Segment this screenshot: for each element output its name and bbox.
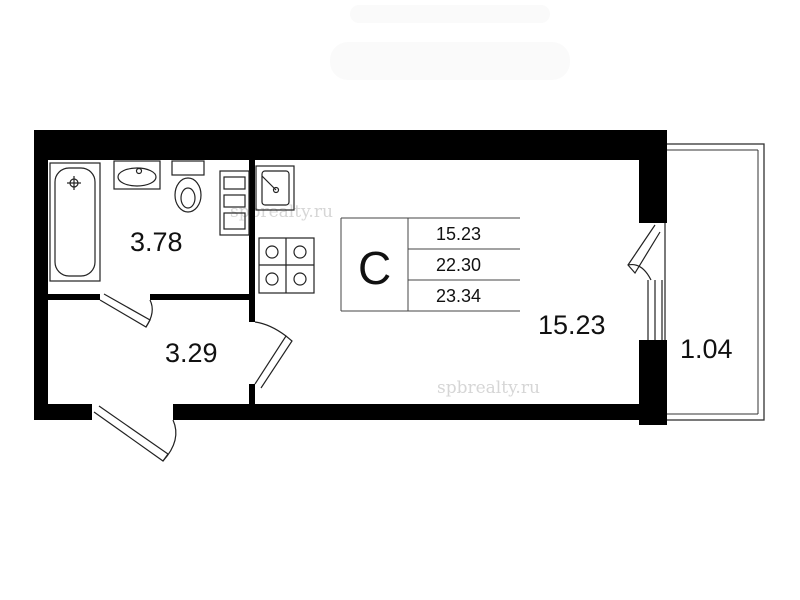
- room-door: [254, 321, 293, 389]
- area-table: С 15.23 22.30 23.34: [340, 217, 520, 312]
- kitchen-sink-icon: [255, 165, 295, 211]
- apartment-type-label: С: [358, 242, 391, 294]
- bathroom-door: [99, 293, 153, 328]
- washing-machine-icon: [219, 170, 250, 236]
- background-smudges: [330, 5, 570, 80]
- room-area-hallway: 3.29: [165, 338, 218, 368]
- room-area-main: 15.23: [538, 310, 606, 340]
- balcony: [664, 143, 765, 421]
- sink-icon: [113, 160, 161, 190]
- room-area-bathroom: 3.78: [130, 227, 183, 257]
- balcony-door: [627, 224, 663, 340]
- bathtub-icon: [49, 162, 101, 282]
- total-area-value: 22.30: [436, 255, 481, 275]
- living-area-value: 15.23: [436, 224, 481, 244]
- partitions: [48, 160, 255, 406]
- room-area-balcony: 1.04: [680, 334, 733, 364]
- toilet-icon: [171, 160, 205, 213]
- cooktop-icon: [258, 237, 315, 294]
- entrance-door: [93, 405, 177, 462]
- watermark-bottom: spbrealty.ru: [437, 378, 540, 398]
- walls: [34, 130, 667, 425]
- total-with-balcony-value: 23.34: [436, 286, 481, 306]
